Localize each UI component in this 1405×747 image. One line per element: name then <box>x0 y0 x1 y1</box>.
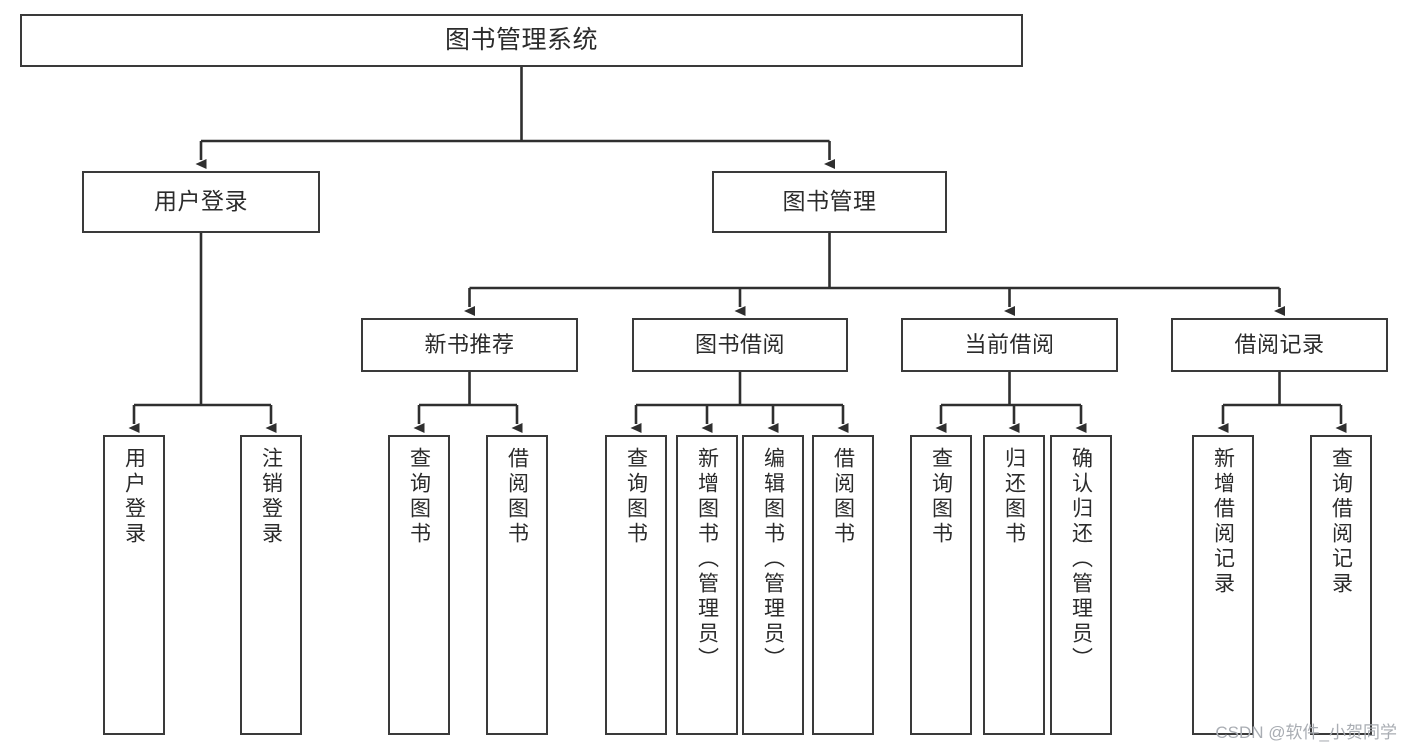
node-label: 查询图书 <box>929 447 953 547</box>
node-current-borrow[interactable]: 当前借阅 <box>901 318 1118 372</box>
node-label: 新增借阅记录 <box>1211 447 1235 597</box>
node-label: 查询借阅记录 <box>1329 447 1353 597</box>
node-label: 当前借阅 <box>964 332 1055 358</box>
node-label: 查询图书 <box>624 447 648 547</box>
node-leaf-user-login[interactable]: 用户登录 <box>103 435 165 735</box>
node-label: 编辑图书（管理员） <box>761 447 785 672</box>
node-leaf-return-book[interactable]: 归还图书 <box>983 435 1045 735</box>
node-leaf-logout[interactable]: 注销登录 <box>240 435 302 735</box>
node-user-login[interactable]: 用户登录 <box>82 171 320 233</box>
node-label: 新增图书（管理员） <box>695 447 719 672</box>
node-book-borrow[interactable]: 图书借阅 <box>632 318 848 372</box>
node-label: 图书管理 <box>782 188 877 215</box>
node-label: 用户登录 <box>122 447 146 547</box>
node-borrow-record[interactable]: 借阅记录 <box>1171 318 1388 372</box>
node-label: 借阅记录 <box>1234 332 1325 358</box>
node-label: 新书推荐 <box>424 332 515 358</box>
node-leaf-add-book[interactable]: 新增图书（管理员） <box>676 435 738 735</box>
node-label: 用户登录 <box>154 188 248 215</box>
node-label: 借阅图书 <box>505 447 529 547</box>
node-leaf-confirm-return[interactable]: 确认归还（管理员） <box>1050 435 1112 735</box>
node-label: 图书借阅 <box>694 332 785 358</box>
node-leaf-query-book-rec[interactable]: 查询图书 <box>388 435 450 735</box>
node-leaf-add-record[interactable]: 新增借阅记录 <box>1192 435 1254 735</box>
node-leaf-borrow-book-rec[interactable]: 借阅图书 <box>486 435 548 735</box>
node-leaf-query-book[interactable]: 查询图书 <box>605 435 667 735</box>
watermark: CSDN @软件_小贺同学 <box>1215 723 1397 742</box>
node-new-book-rec[interactable]: 新书推荐 <box>361 318 578 372</box>
node-leaf-query-cur[interactable]: 查询图书 <box>910 435 972 735</box>
node-label: 注销登录 <box>259 447 283 547</box>
node-leaf-borrow-book[interactable]: 借阅图书 <box>812 435 874 735</box>
node-label: 归还图书 <box>1002 447 1026 547</box>
node-label: 图书管理系统 <box>444 25 598 54</box>
node-leaf-query-record[interactable]: 查询借阅记录 <box>1310 435 1372 735</box>
node-book-manage[interactable]: 图书管理 <box>712 171 947 233</box>
node-label: 确认归还（管理员） <box>1069 447 1093 672</box>
node-label: 查询图书 <box>407 447 431 547</box>
node-label: 借阅图书 <box>831 447 855 547</box>
node-root[interactable]: 图书管理系统 <box>20 14 1023 67</box>
node-leaf-edit-book[interactable]: 编辑图书（管理员） <box>742 435 804 735</box>
